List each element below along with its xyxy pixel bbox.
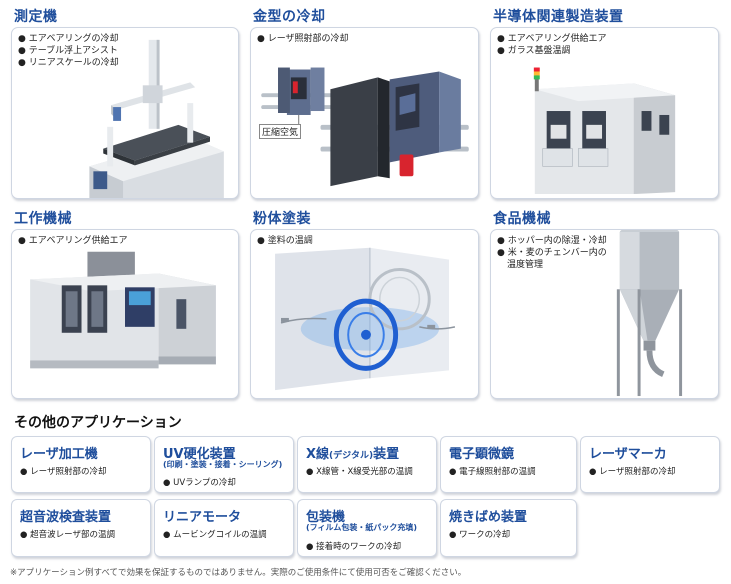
hopper-illustration (616, 230, 683, 397)
disclaimer-footnote: ※アプリケーション例すべてで効果を保証するものではありません。実際のご使用条件に… (10, 568, 467, 578)
app-bullet: ● ワークの冷却 (449, 530, 511, 540)
card-title-mold: 金型の冷却 (253, 9, 326, 25)
app-title: X線(デジタル)装置 (306, 447, 400, 462)
bullet-continuation: 温度管理 (507, 260, 544, 270)
machine-tool-illustration (30, 251, 216, 369)
app-title: リニアモータ (163, 510, 242, 525)
app-electron-microscope: 電子顕微鏡 ● 電子線照射部の温調 (440, 436, 577, 493)
app-title: 焼きばめ装置 (449, 510, 528, 525)
bullet-item: ● テーブル浮上アシスト (18, 46, 118, 56)
app-title: UV硬化装置 (163, 447, 236, 462)
card-powder-coating: ● 塗料の温調 (250, 229, 479, 399)
app-bullet: ● 接着時のワークの冷却 (306, 542, 402, 552)
card-title-semiconductor: 半導体関連製造装置 (493, 9, 624, 25)
bullet-item: ● レーザ照射部の冷却 (257, 34, 349, 44)
bullet-item: ● エアベアリングの冷却 (18, 34, 119, 44)
bullet-list: ● レーザ照射部の冷却 (257, 33, 349, 45)
app-title: レーザ加工機 (20, 447, 98, 462)
measuring-machine-illustration (89, 39, 224, 198)
card-title-powder-coating: 粉体塗装 (253, 211, 311, 227)
bullet-item: ● リニアスケールの冷却 (18, 58, 119, 68)
app-uv-curing: UV硬化装置 (印刷・塗装・接着・シーリング) ● UVランプの冷却 (154, 436, 294, 493)
app-bullet: ● 超音波レーザ部の温調 (20, 530, 115, 540)
app-bullet: ● レーザ照射部の冷却 (20, 467, 107, 477)
card-semiconductor: ● エアベアリング供給エア ● ガラス基盤温調 (490, 27, 719, 199)
app-packaging: 包装機 (フィルム包装・紙パック充填) ● 接着時のワークの冷却 (297, 499, 437, 557)
card-mold-cooling: ● レーザ照射部の冷却 圧縮空気 (250, 27, 479, 199)
other-applications-heading: その他のアプリケーション (14, 415, 182, 431)
app-laser-processing: レーザ加工機 ● レーザ照射部の冷却 (11, 436, 151, 493)
card-title-measuring: 測定機 (14, 9, 58, 25)
bullet-item: ● エアベアリング供給エア (497, 34, 607, 44)
app-linear-motor: リニアモータ ● ムービングコイルの温調 (154, 499, 294, 557)
semiconductor-equipment-illustration (533, 67, 676, 195)
card-title-food-machinery: 食品機械 (493, 211, 551, 227)
app-ultrasonic-inspection: 超音波検査装置 ● 超音波レーザ部の温調 (11, 499, 151, 557)
app-bullet: ● レーザ照射部の冷却 (589, 467, 676, 477)
app-title: 電子顕微鏡 (449, 447, 515, 462)
bullet-list: ● 塗料の温調 (257, 235, 313, 247)
app-title: 超音波検査装置 (20, 510, 112, 525)
app-bullet: ● 電子線照射部の温調 (449, 467, 536, 477)
app-subtitle: (印刷・塗装・接着・シーリング) (163, 460, 283, 469)
compressed-air-callout: 圧縮空気 (259, 124, 302, 139)
mold-illustration (261, 67, 469, 187)
bullet-list: ● ホッパー内の除湿・冷却 ● 米・麦のチェンバー内の 温度管理 (497, 235, 607, 271)
bullet-list: ● エアベアリング供給エア ● ガラス基盤温調 (497, 33, 607, 57)
app-bullet: ● ムービングコイルの温調 (163, 530, 267, 540)
bullet-item: ● 塗料の温調 (257, 236, 313, 246)
app-title: レーザマーカ (589, 447, 667, 462)
app-title: 包装機 (306, 510, 346, 525)
card-machine-tool: ● エアベアリング供給エア (11, 229, 239, 399)
bullet-item: ● ホッパー内の除湿・冷却 (497, 236, 607, 246)
app-subtitle: (フィルム包装・紙パック充填) (306, 523, 417, 532)
bullet-list: ● エアベアリングの冷却 ● テーブル浮上アシスト ● リニアスケールの冷却 (18, 33, 119, 69)
app-xray: X線(デジタル)装置 ● X線管・X線受光部の温調 (297, 436, 437, 493)
bullet-list: ● エアベアリング供給エア (18, 235, 128, 247)
card-food-machinery: ● ホッパー内の除湿・冷却 ● 米・麦のチェンバー内の 温度管理 (490, 229, 719, 399)
app-shrink-fit: 焼きばめ装置 ● ワークの冷却 (440, 499, 577, 557)
card-measuring: ● エアベアリングの冷却 ● テーブル浮上アシスト ● リニアスケールの冷却 (11, 27, 239, 199)
app-bullet: ● UVランプの冷却 (163, 478, 236, 488)
app-bullet: ● X線管・X線受光部の温調 (306, 467, 413, 477)
app-laser-marker: レーザマーカ ● レーザ照射部の冷却 (580, 436, 720, 493)
bullet-item: ● 米・麦のチェンバー内の (497, 248, 607, 258)
bullet-item: ● エアベアリング供給エア (18, 236, 128, 246)
bullet-item: ● ガラス基盤温調 (497, 46, 571, 56)
powder-coating-illustration (275, 247, 456, 391)
card-title-machine-tool: 工作機械 (14, 211, 72, 227)
